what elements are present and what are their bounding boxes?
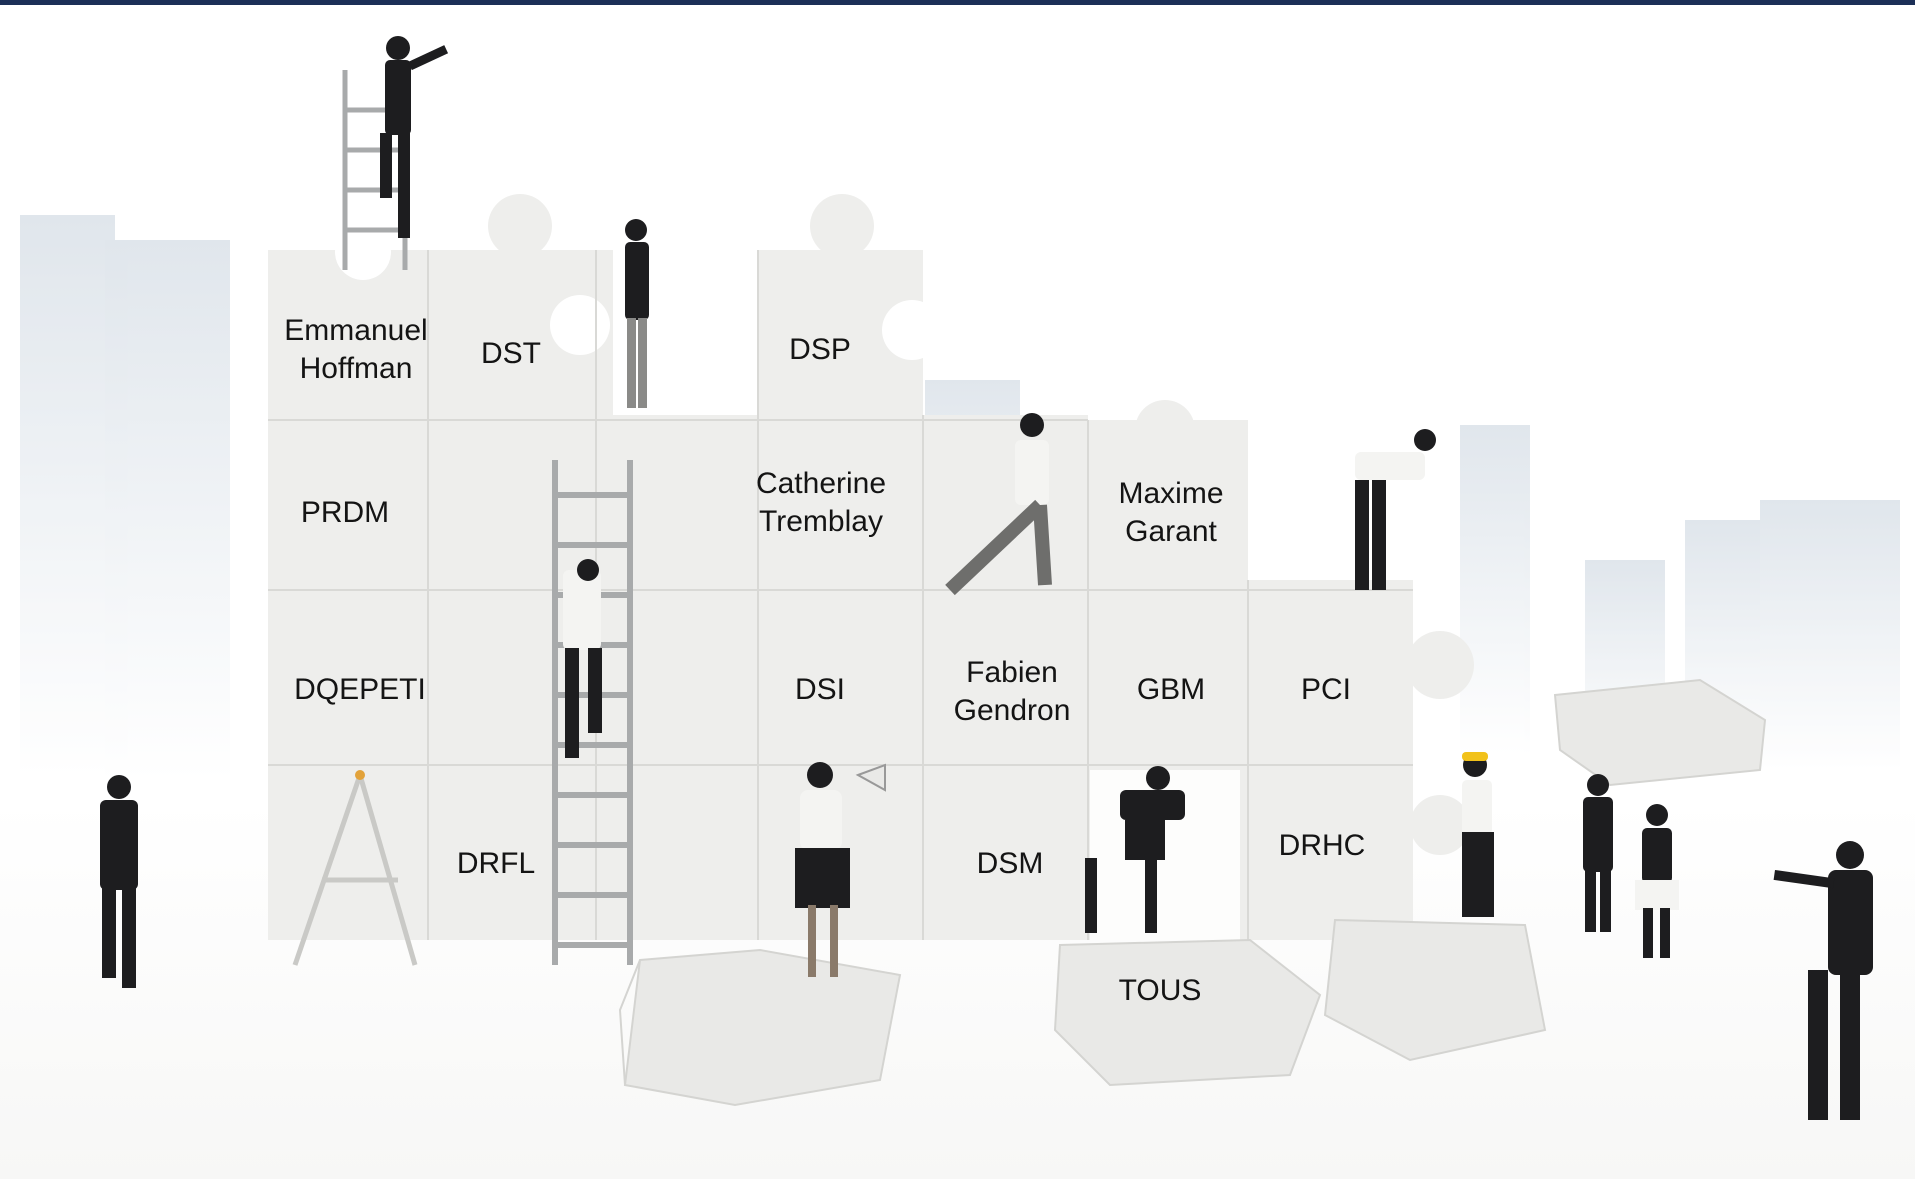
- stepladder-icon: [292, 770, 418, 966]
- floor-puzzle-pieces: [618, 678, 1767, 1107]
- label-dsi: DSI: [794, 673, 845, 706]
- label-dsp: DSP: [789, 333, 851, 366]
- label-tous: TOUS: [1118, 974, 1202, 1007]
- label-dst: DST: [481, 337, 541, 370]
- top-accent-bar: [0, 0, 1915, 5]
- hard-hat-icon: [1462, 752, 1488, 761]
- label-maxime-garant: Maxime Garant: [1101, 475, 1241, 551]
- label-fabien-gendron: Fabien Gendron: [937, 654, 1087, 730]
- label-dsm: DSM: [976, 847, 1044, 880]
- label-gbm: GBM: [1136, 673, 1206, 706]
- label-prdm: PRDM: [300, 496, 390, 529]
- label-fabien-gendron-line1: Fabien: [966, 656, 1058, 689]
- label-catherine-tremblay: Catherine Tremblay: [741, 465, 901, 541]
- label-drhc: DRHC: [1278, 829, 1366, 862]
- label-maxime-garant-line2: Garant: [1125, 515, 1217, 548]
- label-emmanuel-hoffman-line2: Hoffman: [299, 352, 413, 385]
- label-dqepeti: DQEPETI: [294, 673, 426, 706]
- label-emmanuel-hoffman: Emmanuel Hoffman: [270, 312, 442, 388]
- person-figure-icon: [100, 36, 1873, 1120]
- background-buildings: [20, 215, 1900, 780]
- label-catherine-tremblay-line2: Tremblay: [759, 505, 883, 538]
- label-fabien-gendron-line2: Gendron: [953, 694, 1071, 727]
- label-catherine-tremblay-line1: Catherine: [755, 467, 887, 500]
- label-emmanuel-hoffman-line1: Emmanuel: [284, 314, 428, 347]
- label-pci: PCI: [1300, 673, 1351, 706]
- megaphone-icon: [855, 763, 886, 792]
- label-drfl: DRFL: [456, 847, 536, 880]
- label-maxime-garant-line1: Maxime: [1118, 477, 1224, 510]
